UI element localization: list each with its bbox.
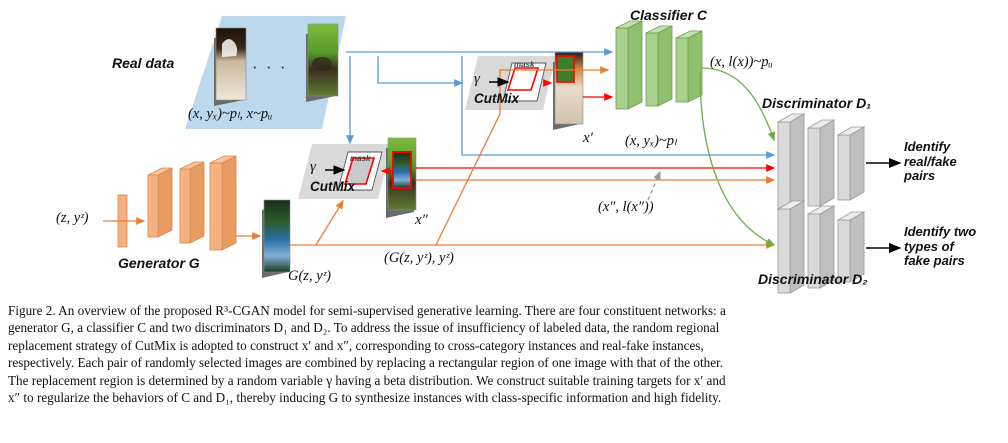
x-double-prime-thumbnail (386, 137, 417, 218)
arrow-gimage-to-cutmix-lower (315, 199, 344, 246)
d1-output-label: Identify real/fake pairs (904, 139, 957, 184)
gamma-symbol-lower: γ (310, 159, 316, 175)
real-data-label: Real data (112, 55, 175, 71)
generated-image-thumbnail (262, 199, 291, 278)
caption-line-1: Figure 2. An overview of the proposed R³… (8, 303, 726, 318)
architecture-diagram: Real data · · · (x, yₓ)~pₗ, x~pᵤ Generat… (56, 7, 977, 294)
generator-input-label: (z, yᶻ) (56, 210, 89, 226)
real-data-ellipsis: · · · (252, 58, 288, 77)
discriminator-1-label: Discriminator D₁ (762, 95, 872, 111)
d1-output-line-3: pairs (904, 168, 936, 184)
classifier-label: Classifier C (630, 7, 708, 23)
arrow-labeled-pair-to-d1 (461, 56, 776, 159)
x-prime-label: x′ (583, 130, 593, 146)
discriminator-2-label: Discriminator D₂ (758, 271, 868, 287)
d2-output-line-2: types of (904, 238, 954, 254)
arrow-diagonal-to-cutmix-upper (435, 113, 501, 246)
discriminator-2-blocks (776, 200, 866, 294)
arrow-xpp-label-pointer (647, 170, 661, 201)
caption-line-2: generator G, a classifier C and two disc… (8, 320, 720, 336)
real-data-distribution-label: (x, yₓ)~pₗ, x~pᵤ (188, 106, 273, 122)
arrow-classifier-to-d1 (701, 67, 776, 142)
arrow-cutmix-upper-to-classifier-orange (499, 66, 610, 114)
classifier-output-label: (x, l(x))~pᵤ (710, 54, 773, 70)
figure-caption: Figure 2. An overview of the proposed R³… (8, 302, 1000, 406)
cutmix-lower-label: CutMix (310, 179, 355, 194)
diagram-canvas (103, 16, 902, 294)
generator-blocks (117, 155, 237, 251)
d2-output-line-3: fake pairs (904, 253, 965, 269)
arrow-realdata-to-cutmix-upper (377, 56, 464, 87)
gamma-symbol-upper: γ (474, 71, 480, 87)
classifier-blocks (615, 20, 703, 110)
generator-output-label: G(z, yᶻ) (288, 268, 331, 284)
d2-output-line-1: Identify two (904, 224, 977, 239)
d1-output-line-1: Identify (904, 139, 951, 154)
arrow-layer (103, 48, 902, 254)
caption-line-3: replacement strategy of CutMix is adopte… (8, 337, 704, 353)
caption-line-6: x″ to regularize the behaviors of C and … (8, 390, 722, 406)
discriminator-1-blocks (776, 113, 866, 212)
real-data-thumbnail-2 (306, 23, 339, 102)
mask-label-upper: mask (514, 60, 535, 69)
cutmix-upper-label: CutMix (474, 91, 519, 106)
mask-label-lower: mask (350, 154, 371, 163)
d2-output-label: Identify two types of fake pairs (904, 224, 977, 269)
caption-line-4: respectively. Each pair of randomly sele… (8, 355, 724, 371)
arrow-classifier-to-d2 (699, 71, 776, 246)
generator-pair-label: (G(z, yᶻ), yᶻ) (384, 250, 454, 266)
x-prime-thumbnail (553, 51, 584, 130)
real-data-thumbnail-1 (214, 27, 247, 106)
caption-line-5: The replacement region is determined by … (8, 372, 726, 388)
d1-output-line-2: real/fake (904, 153, 957, 169)
labeled-pair-label: (x, yₓ)~pₗ (625, 133, 677, 149)
generator-label: Generator G (118, 255, 200, 271)
x-double-prime-label: x″ (415, 212, 428, 228)
fake-pair-label: (x″, l(x″)) (598, 199, 654, 215)
